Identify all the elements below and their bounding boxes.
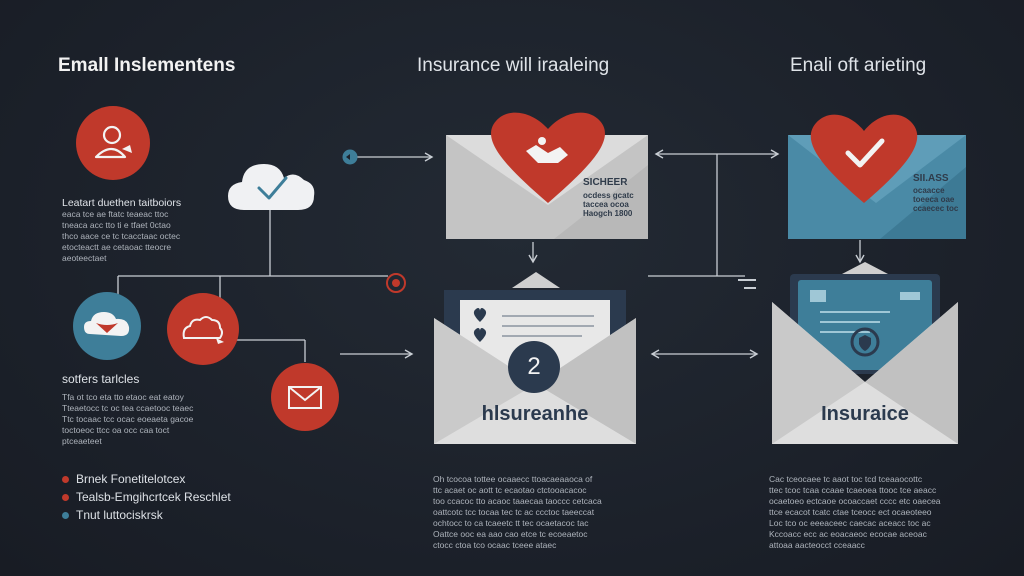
mail-icon (271, 363, 339, 431)
right-top-envelope (788, 114, 966, 239)
user-icon (76, 106, 150, 180)
connector-node-red (386, 273, 406, 293)
right-description: Cac tceocaee tc aaot toc tcd tceaaocottc… (769, 474, 941, 550)
cloud-icon (73, 292, 141, 360)
center-step-badge: 2 (508, 341, 560, 393)
center-top-envelope-code: ocdess gcatc taccea ocoa Haogch 1800 (583, 191, 634, 218)
left-info-text: eaca tce ae ftatc teaeac ttoc tneaca acc… (62, 209, 181, 263)
connector-node-teal (342, 149, 358, 165)
right-column-title: Enali oft arieting (790, 55, 927, 76)
left-column-title: Emall Inslementens (58, 55, 236, 76)
center-top-envelope (446, 112, 648, 239)
center-bottom-envelope (434, 272, 636, 444)
left-info-heading: Leatart duethen taitboiors (62, 197, 182, 209)
center-envelope-label: hlsureanhe (481, 403, 589, 425)
legend-dot (62, 475, 69, 483)
center-top-envelope-head: SICHEER (583, 177, 628, 188)
legend-item: Tealsb-Emgihcrtcek Reschlet (62, 490, 231, 504)
right-envelope-label: Insuraice (821, 403, 909, 425)
legend-item: Tnut luttociskrsk (62, 508, 163, 522)
left-section-text: Tfa ot tco eta tto etaoc eat eatoy Tteae… (62, 392, 194, 446)
bird-icon (167, 293, 239, 365)
legend-label: Brnek Fonetitelotcex (76, 472, 186, 486)
legend-item: Brnek Fonetitelotcex (62, 472, 185, 486)
right-top-envelope-head: SII.ASS (913, 173, 949, 184)
center-description: Oh tcocoa tottee ocaaecc ttoacaeaaoca of… (433, 474, 602, 550)
legend-label: Tealsb-Emgihcrtcek Reschlet (76, 490, 231, 504)
legend-dot (62, 493, 69, 501)
center-column-title: Insurance will iraaleing (417, 55, 610, 76)
legend-dot (62, 511, 69, 519)
cloud-check-icon (228, 164, 315, 210)
legend-label: Tnut luttociskrsk (76, 508, 163, 522)
right-top-envelope-code: ocaacce toeeca oae ccaecec toc (913, 186, 959, 213)
right-bottom-envelope (772, 262, 958, 444)
left-section-heading: sotfers tarlcles (62, 372, 140, 386)
